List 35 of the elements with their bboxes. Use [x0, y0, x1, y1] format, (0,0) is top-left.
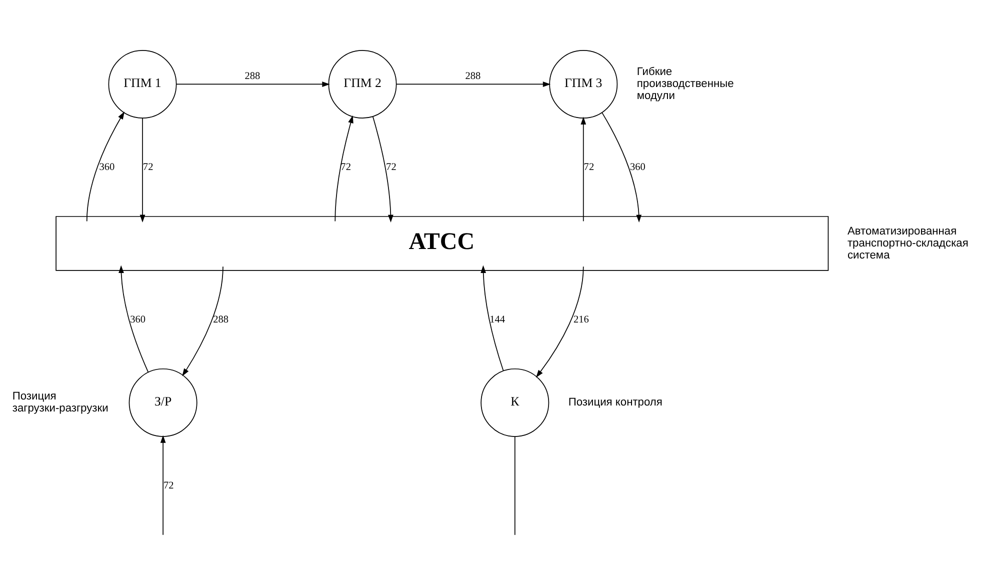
edge-label: 288	[465, 70, 481, 82]
edge-label: 360	[630, 161, 646, 172]
node-circle: ГПМ 3	[549, 50, 618, 118]
arrow	[480, 264, 504, 371]
connector	[514, 436, 516, 535]
node-label: Позиция контроля	[568, 396, 662, 408]
node-circle: ГПМ 1	[108, 50, 177, 118]
edge-label: 360	[99, 161, 115, 172]
arrow	[602, 112, 642, 222]
arrow	[182, 266, 224, 376]
arrow	[396, 81, 551, 86]
arrow	[176, 81, 330, 86]
node-box: АТСС	[56, 216, 829, 270]
arrow	[118, 264, 149, 372]
arrow	[334, 114, 354, 222]
edge-label: 144	[490, 314, 506, 325]
edge-label: 72	[386, 161, 396, 172]
arrow	[536, 266, 584, 378]
arrow	[86, 111, 124, 222]
node-circle: ГПМ 2	[328, 50, 397, 118]
node-label: Позиция загрузки-разгрузки	[12, 390, 108, 414]
edge-label: 72	[163, 480, 174, 491]
edge-label: 288	[244, 70, 260, 82]
edge-label: 360	[130, 314, 146, 325]
node-label: Гибкие производственные модули	[636, 66, 734, 102]
node-label: Автоматизированная транспортно-складская система	[847, 224, 968, 261]
arrow	[140, 117, 146, 222]
edge-label: 72	[340, 161, 351, 172]
arrow	[160, 434, 166, 535]
arrow	[580, 116, 586, 222]
edge-label: 288	[213, 314, 229, 325]
edge-label: 72	[142, 161, 154, 172]
edge-label: 72	[584, 161, 594, 172]
edge-label: 216	[574, 314, 589, 325]
arrow	[372, 116, 394, 222]
